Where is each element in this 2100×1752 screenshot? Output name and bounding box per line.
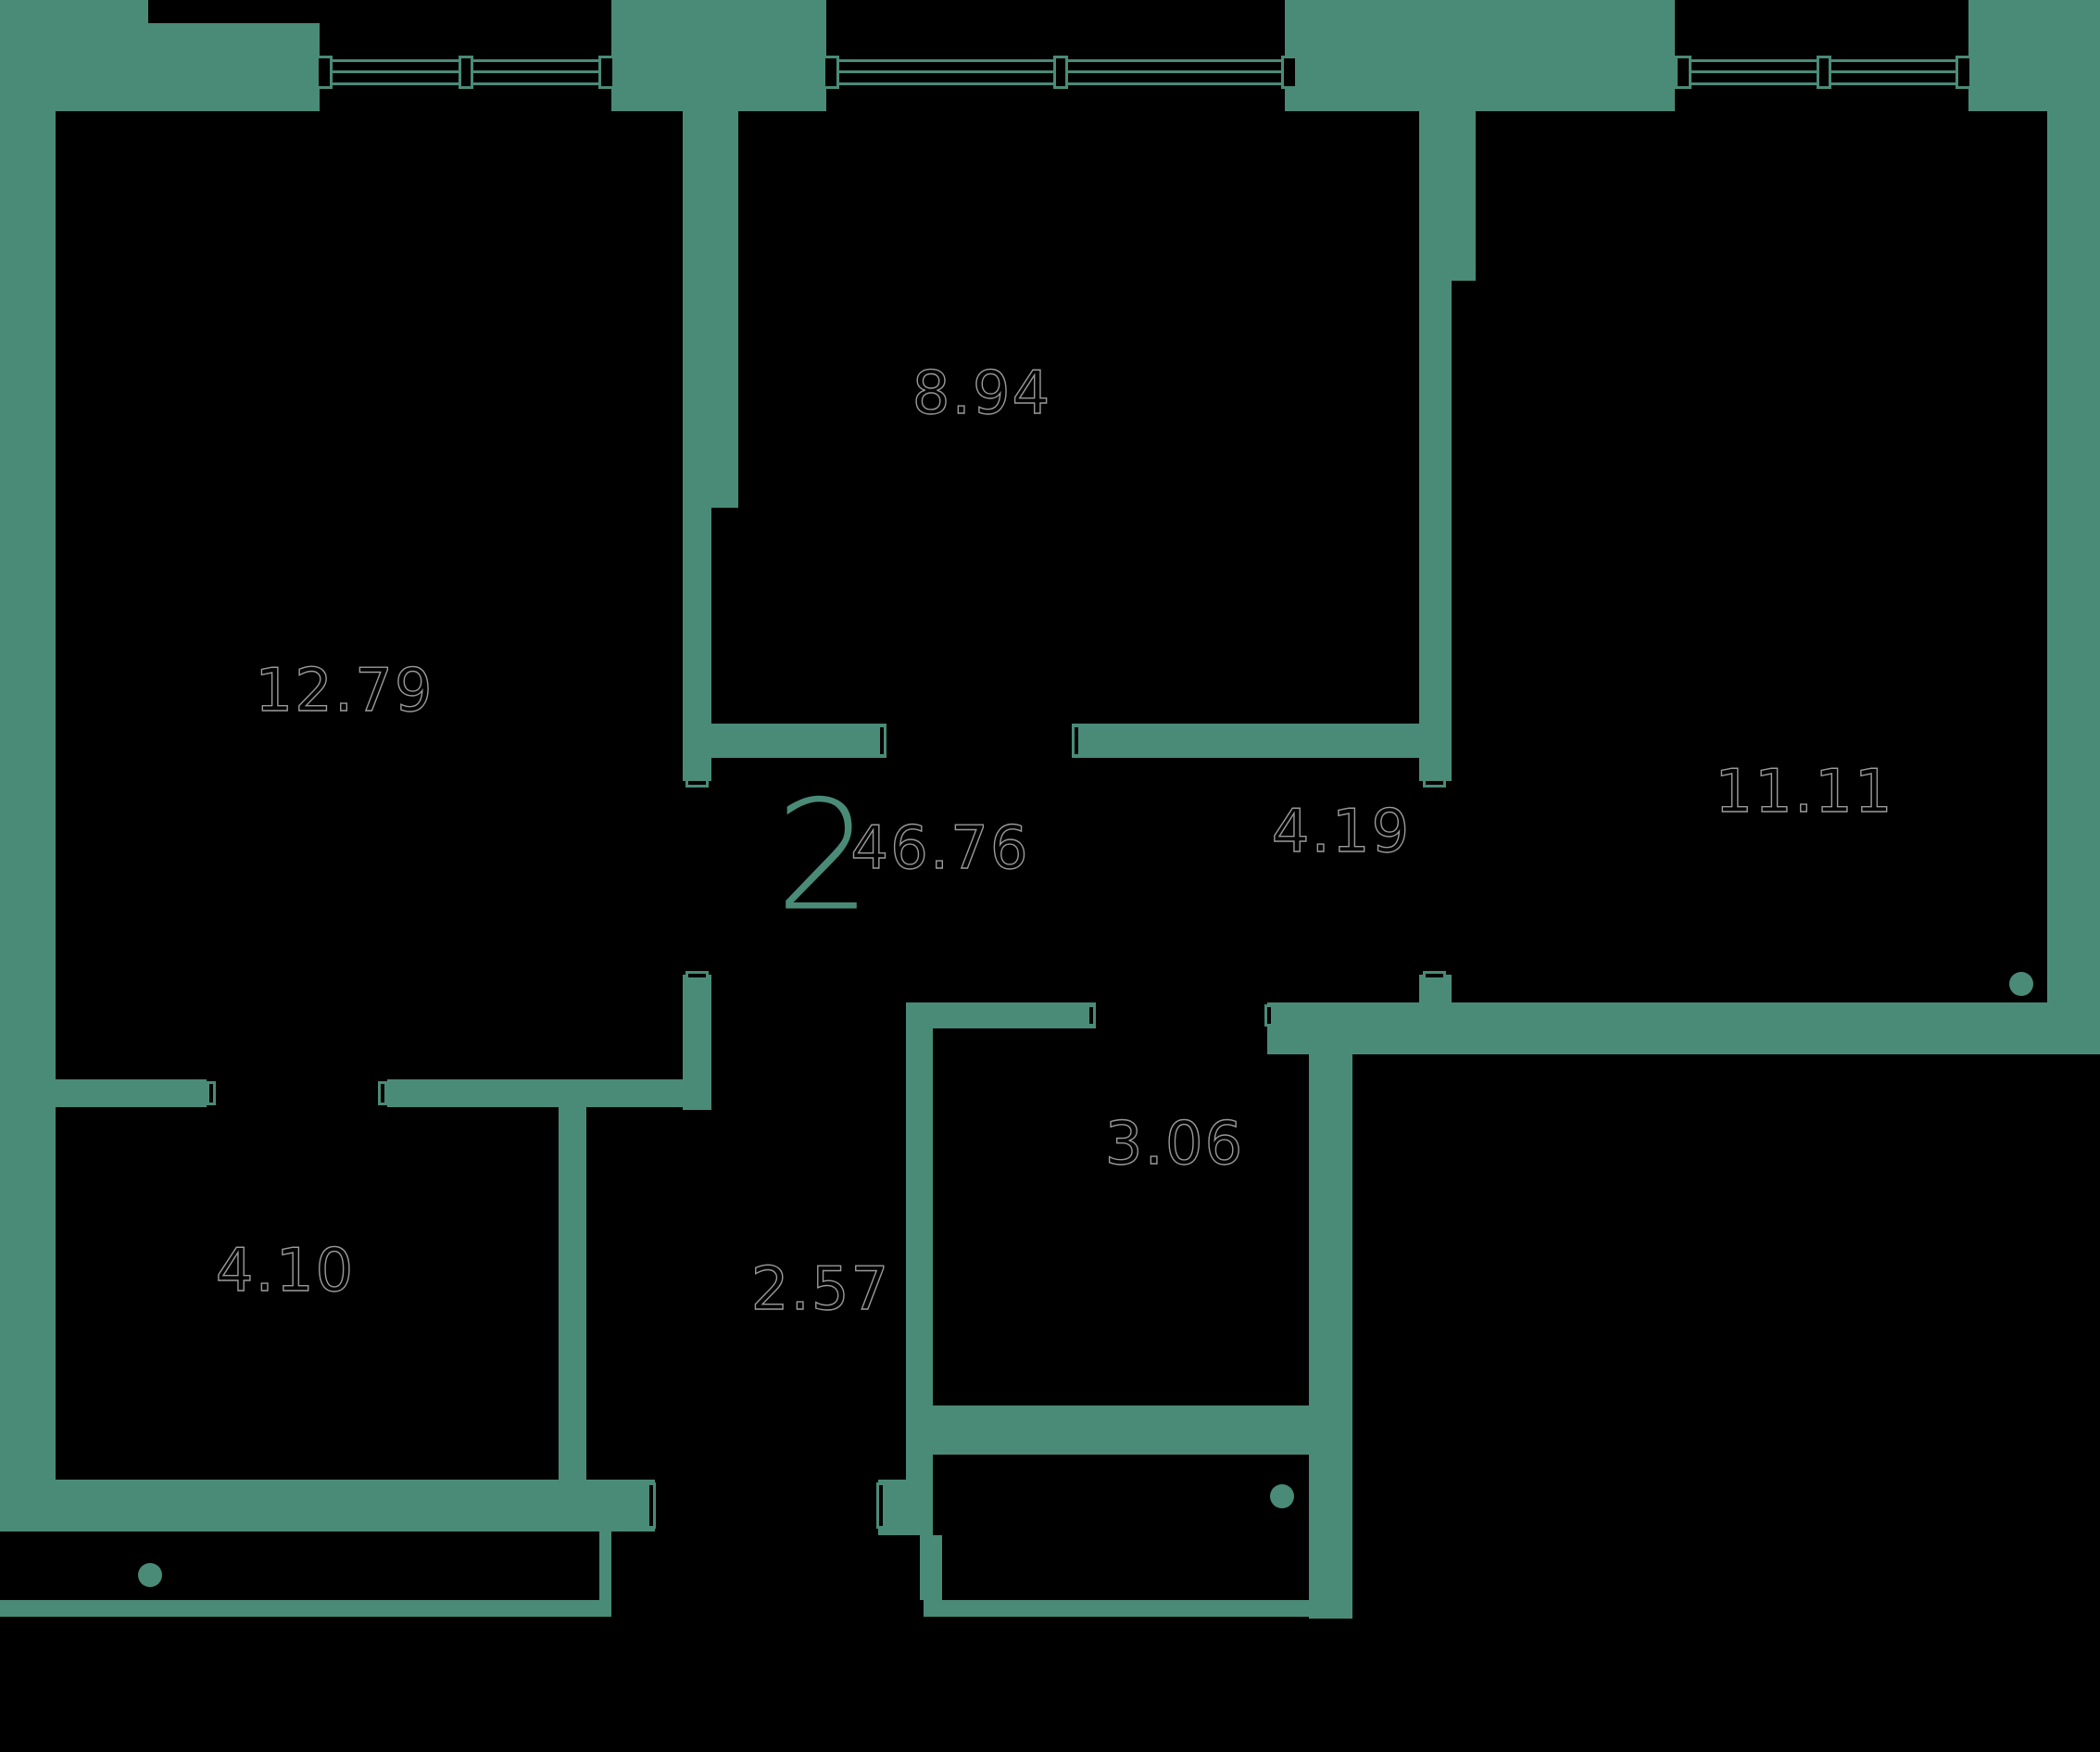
wall-segment [878,1480,933,1535]
wall-segment [0,1480,655,1531]
wall-segment [599,1531,611,1617]
wall-segment [1267,1002,2100,1054]
wall-segment [683,111,738,508]
wall-segment [924,1600,1350,1617]
label-hall-4-19: 4.19 [1271,797,1412,866]
column-circle [2009,972,2033,996]
door-jamb [1423,971,1446,980]
door-jamb [1423,778,1446,788]
label-corridor-2-57: 2.57 [750,1254,891,1324]
label-rooms-count: 2 [774,767,874,945]
window-end-cap [1281,56,1298,89]
window-end-cap [316,56,333,89]
label-room-12-79: 12.79 [255,656,434,725]
window-end-cap [823,56,839,89]
window-mullion [458,56,473,89]
column-circle [138,1563,162,1587]
wall-segment [1419,281,1452,781]
wall-segment [0,1600,611,1617]
label-room-11-11: 11.11 [1715,757,1894,826]
wall-segment [559,1105,586,1480]
wall-segment [1309,1028,1352,1619]
wall-segment [711,724,887,758]
wall-segment [1419,111,1476,281]
window-end-cap [1955,56,1972,89]
door-jamb [685,778,709,788]
wall-segment [0,111,56,1531]
wall-segment [683,508,711,781]
door-jamb [207,1081,216,1105]
wall-segment [56,1079,207,1107]
label-total-area: 46.76 [850,813,1030,883]
wall-segment [387,1079,683,1107]
door-jamb [378,1081,387,1105]
wall-segment [611,0,826,111]
door-jamb [647,1482,656,1529]
door-jamb [877,725,887,757]
window-mullion [1052,56,1068,89]
wall-segment [1285,0,1675,111]
window-end-cap [598,56,615,89]
wall-segment [920,1535,942,1600]
window-mullion [1816,56,1831,89]
wall-segment [906,1002,933,1535]
wall-segment [148,23,320,111]
door-jamb [1264,1004,1274,1027]
label-room-3-06: 3.06 [1104,1109,1245,1179]
door-jamb [1072,725,1081,757]
window-end-cap [1675,56,1691,89]
column-circle [1270,1484,1294,1508]
label-room-4-10: 4.10 [215,1236,356,1305]
wall-segment [933,1405,1309,1455]
wall-segment [683,975,711,1110]
wall-segment [1968,0,2100,111]
wall-segment [0,0,148,111]
wall-segment [2047,111,2100,1054]
door-jamb [685,971,709,980]
wall-segment [1072,724,1419,758]
door-jamb [1087,1004,1096,1027]
door-jamb [876,1482,886,1529]
label-room-8-94: 8.94 [912,359,1052,428]
wall-segment [906,1002,1096,1028]
